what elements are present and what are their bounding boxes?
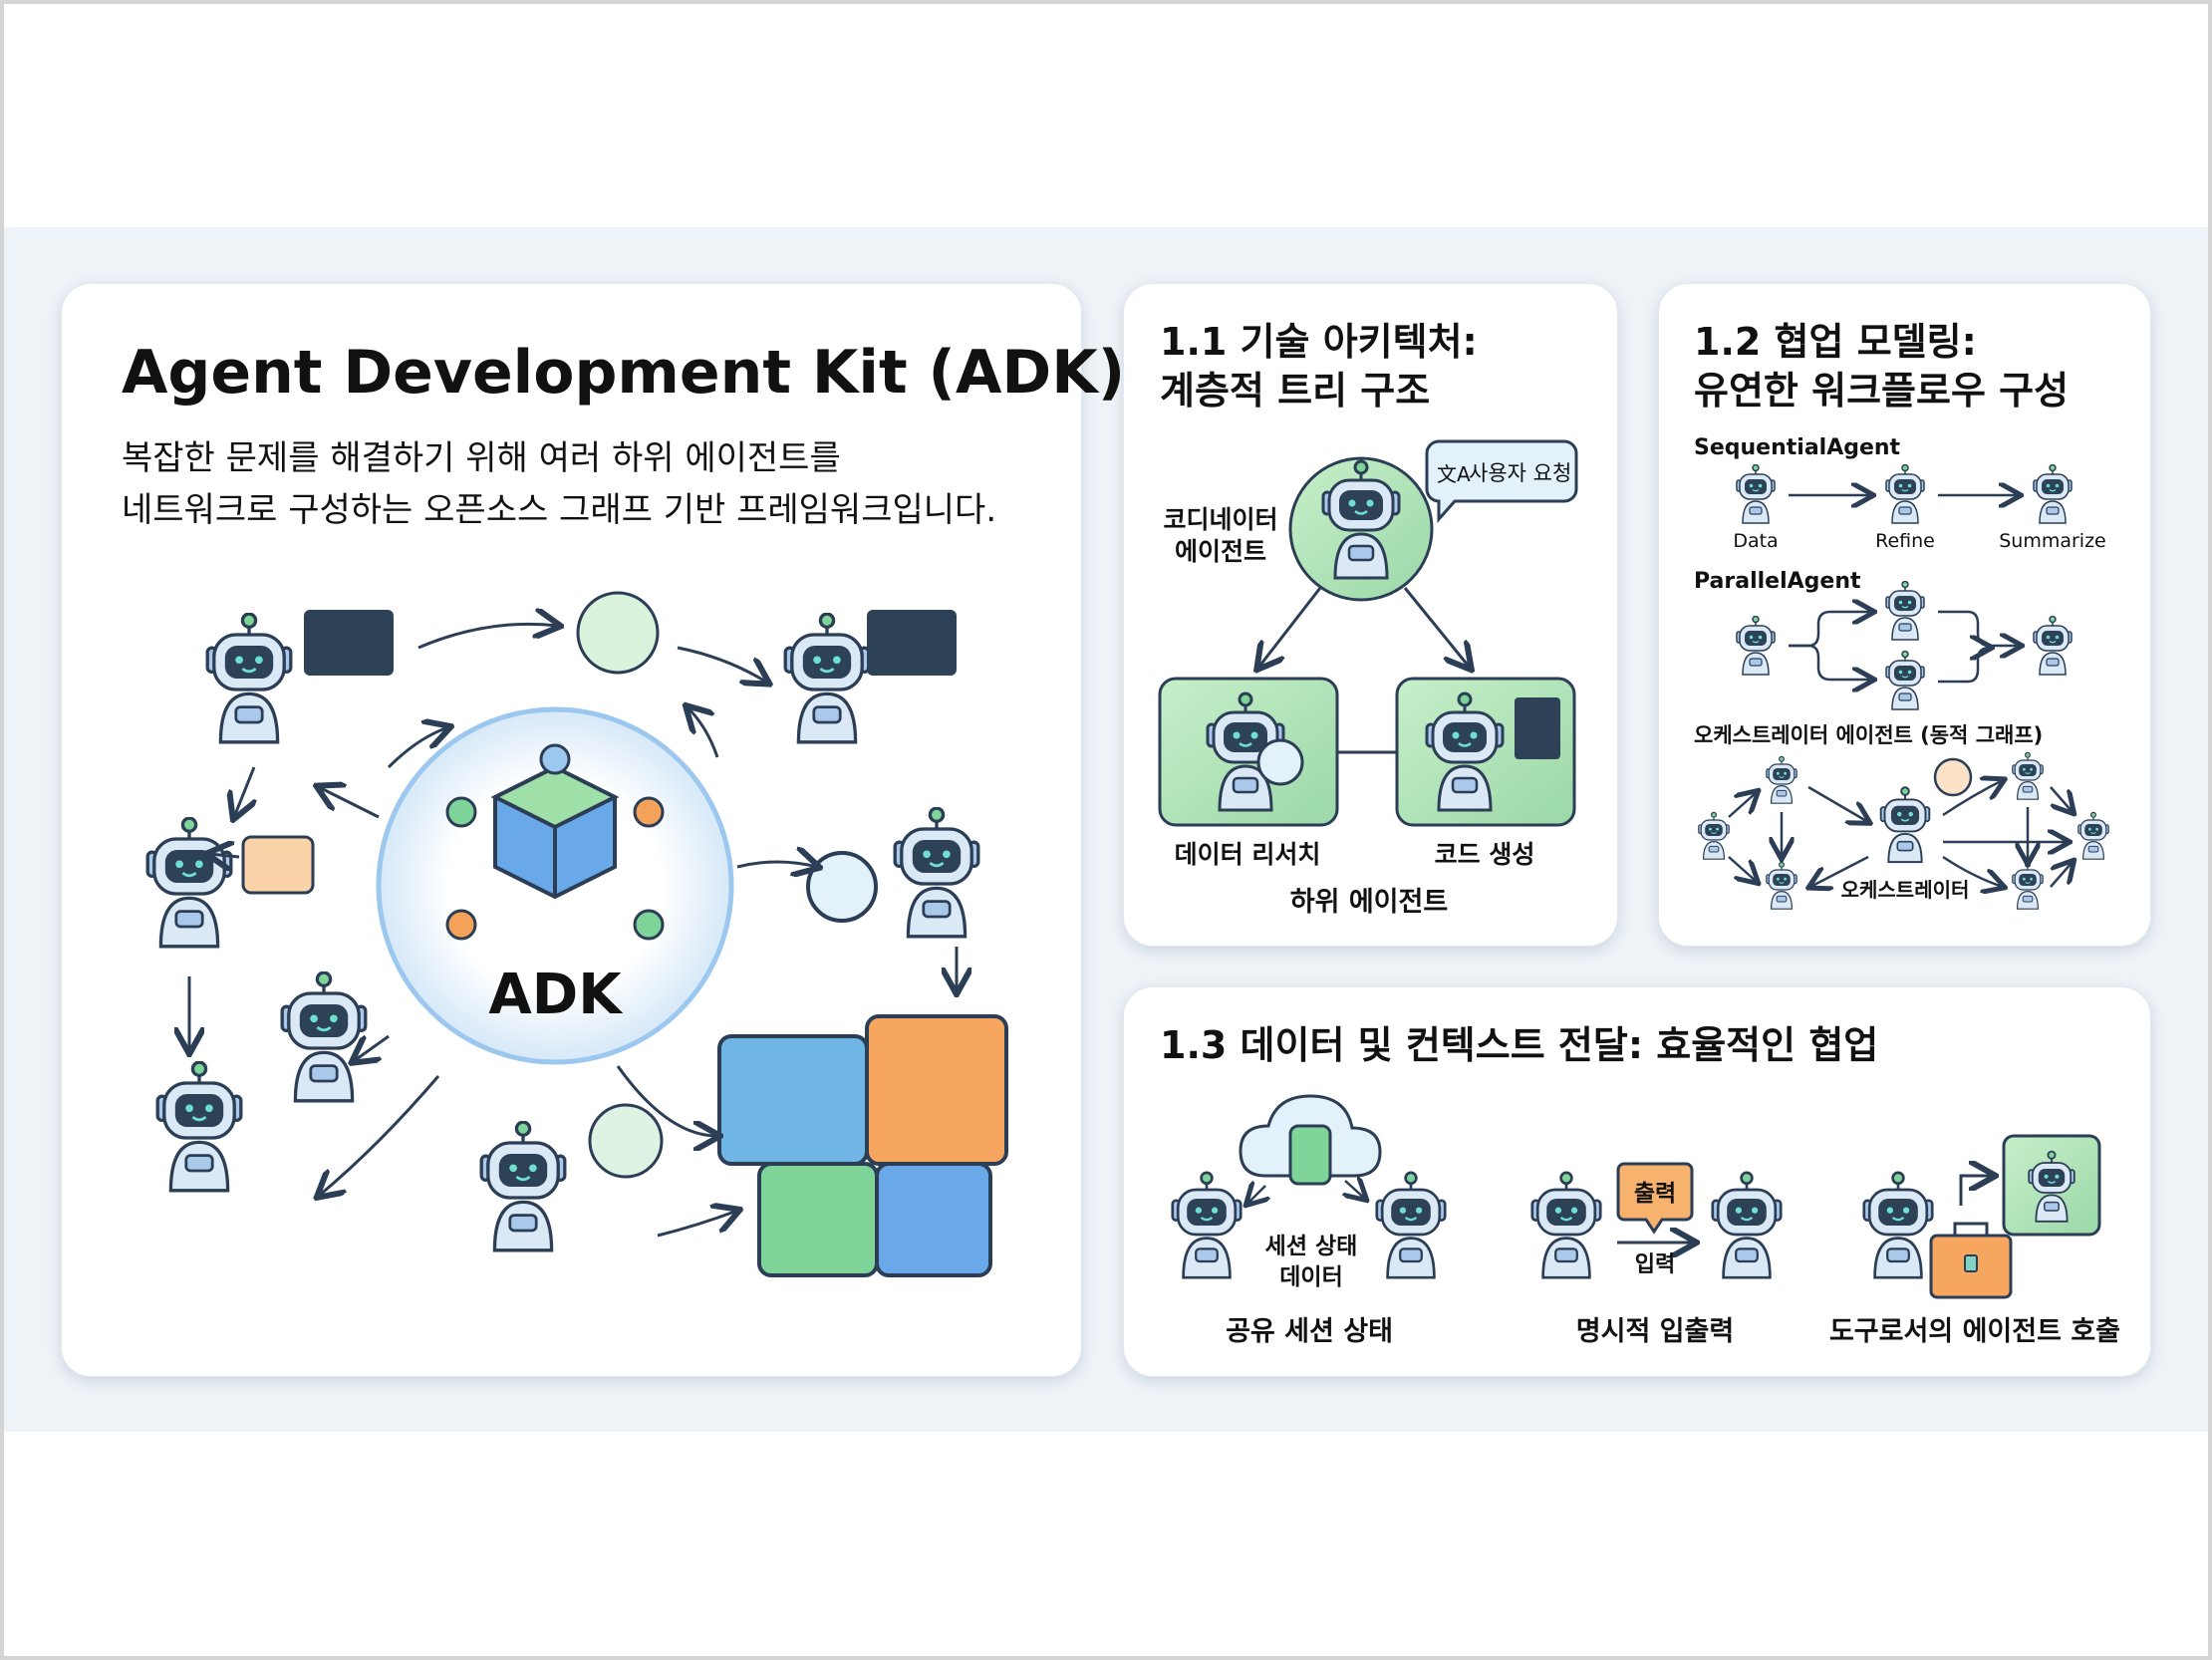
brain-icon <box>1933 757 1973 797</box>
robot-icon <box>1374 1170 1448 1280</box>
robot-icon <box>155 1061 243 1193</box>
card-1-1-title-line-1: 1.1 기술 아키텍처: <box>1160 320 1478 364</box>
code-window-icon <box>1515 697 1560 759</box>
sub-agent-label-research: 데이터 리서치 <box>1175 840 1321 869</box>
caption-agent-as-tool: 도구로서의 에이전트 호출 <box>1829 1316 2120 1347</box>
robot-icon <box>1861 1170 1935 1280</box>
search-icon <box>588 1103 664 1179</box>
robot-icon <box>1710 1170 1784 1280</box>
code-window-icon <box>867 610 957 676</box>
magnifier-icon <box>806 851 878 923</box>
sub-agent-label-code: 코드 생성 <box>1435 840 1535 869</box>
robot-icon <box>145 817 233 949</box>
robot-icon <box>1736 464 1776 524</box>
robot-icon <box>1766 861 1797 910</box>
session-data-label-line-1: 세션 상태 <box>1265 1234 1358 1259</box>
step-refine: Refine <box>1875 530 1935 552</box>
chat-bubble-icon <box>241 835 315 895</box>
input-label: 입력 <box>1635 1252 1675 1277</box>
main-title: Agent Development Kit (ADK) <box>122 338 1125 408</box>
user-request-bubble: 文A 사용자 요청 <box>1425 439 1578 523</box>
agent-network <box>145 591 1008 1277</box>
user-request-text: 사용자 요청 <box>1469 461 1571 485</box>
robot-icon <box>205 613 293 744</box>
robot-icon <box>1885 581 1925 641</box>
parallel-agent-label: ParallelAgent <box>1694 569 1861 594</box>
briefcase-icon <box>1929 1222 2013 1299</box>
card-architecture <box>1123 283 1618 947</box>
output-badge: 출력 <box>1616 1162 1694 1235</box>
robot-icon <box>479 1121 567 1252</box>
translate-search-icon <box>576 591 660 675</box>
caption-explicit-io: 명시적 입출력 <box>1576 1316 1734 1347</box>
robot-icon <box>280 971 368 1103</box>
caption-shared-session: 공유 세션 상태 <box>1226 1316 1393 1347</box>
main-subtitle-line-1: 복잡한 문제를 해결하기 위해 여러 하위 에이전트를 <box>122 438 841 478</box>
robot-icon <box>783 613 871 744</box>
main-subtitle-line-2: 네트워크로 구성하는 오픈소스 그래프 기반 프레임워크입니다. <box>122 490 996 530</box>
step-data: Data <box>1733 530 1778 552</box>
card-1-1-title-line-2: 계층적 트리 구조 <box>1160 369 1430 413</box>
magnifier-icon <box>1256 738 1304 786</box>
adk-hub: ADK <box>376 706 734 1065</box>
robot-icon <box>2012 861 2044 910</box>
robot-icon <box>2012 751 2044 800</box>
card-1-3-title: 1.3 데이터 및 컨텍스트 전달: 효율적인 협업 <box>1160 1023 1878 1067</box>
output-badge-text: 출력 <box>1634 1181 1676 1207</box>
coordinator-label-line-1: 코디네이터 <box>1163 505 1277 534</box>
robot-icon <box>1529 1170 1603 1280</box>
cube-icon <box>445 743 665 941</box>
robot-icon <box>893 807 980 939</box>
robot-icon <box>2033 464 2073 524</box>
robot-icon <box>1766 755 1797 804</box>
robot-icon <box>2033 616 2073 676</box>
adk-label: ADK <box>488 963 624 1027</box>
step-summarize: Summarize <box>1999 530 2106 552</box>
call-arrow <box>1959 1176 1993 1206</box>
puzzle-icon <box>717 1014 1008 1277</box>
card-1-2-title-line-2: 유연한 워크플로우 구성 <box>1694 369 2069 413</box>
robot-icon <box>1736 616 1776 676</box>
orchestrator-label: 오케스트레이터 <box>1841 878 1970 902</box>
cloud-database-icon <box>1239 1094 1382 1186</box>
robot-icon <box>1885 651 1925 710</box>
robot-icon <box>1885 464 1925 524</box>
translate-icon: 文A <box>1437 462 1471 486</box>
robot-icon <box>1698 811 1730 860</box>
session-data-label-line-2: 데이터 <box>1279 1264 1342 1290</box>
orchestrator-robot-icon <box>1879 786 1931 864</box>
sequential-agent-label: SequentialAgent <box>1694 435 1901 460</box>
robot-icon <box>1170 1170 1244 1280</box>
card-1-2-title-line-1: 1.2 협업 모델링: <box>1694 320 1977 364</box>
coordinator-label-line-2: 에이전트 <box>1175 537 1266 566</box>
code-window-icon <box>304 610 394 676</box>
orchestrator-section-label: 오케스트레이터 에이전트 (동적 그래프) <box>1694 723 2043 747</box>
sub-agents-caption: 하위 에이전트 <box>1290 887 1448 918</box>
robot-icon <box>2077 811 2109 860</box>
